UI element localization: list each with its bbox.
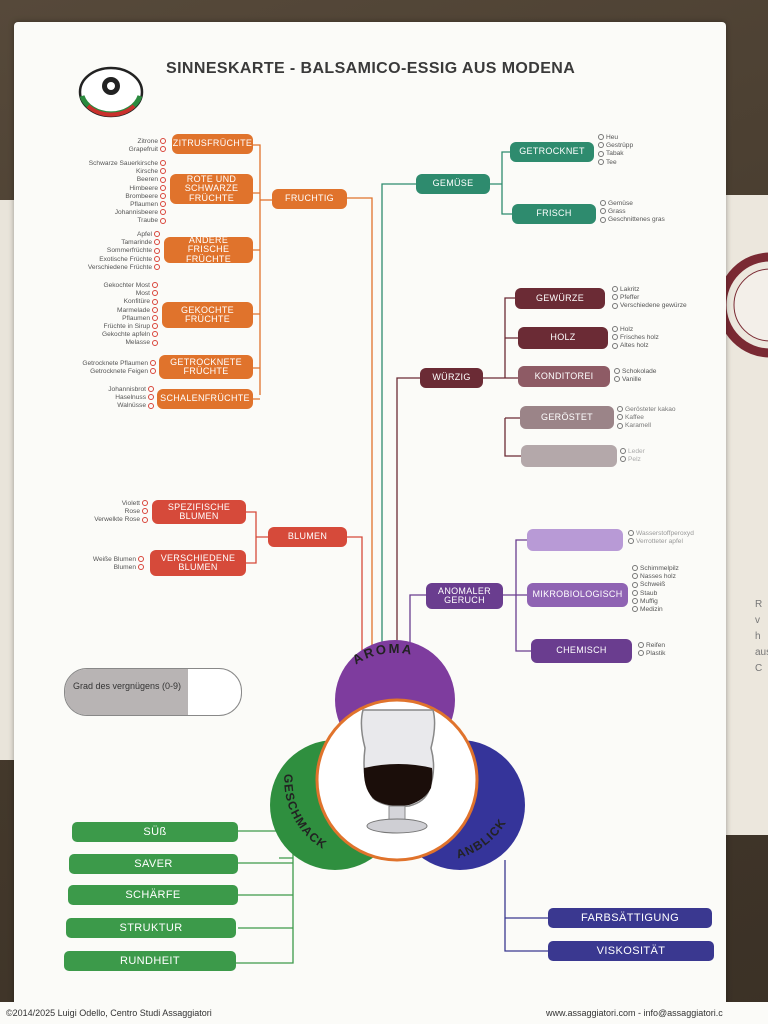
group-leder bbox=[521, 445, 617, 467]
group-rote-schwarze-fruechte: ROTE UND SCHWARZE FRÜCHTE bbox=[170, 174, 253, 204]
bar-viskositaet: VISKOSITÄT bbox=[548, 941, 714, 961]
bar-rundheit: RUNDHEIT bbox=[64, 951, 236, 971]
group-getrocknet: GETROCKNET bbox=[510, 142, 594, 162]
group-verschiedene-blumen: VERSCHIEDENE BLUMEN bbox=[150, 550, 246, 576]
category-fruchtig: FRUCHTIG bbox=[272, 189, 347, 209]
category-gemuese: GEMÜSE bbox=[416, 174, 490, 194]
group-frisch: FRISCH bbox=[512, 204, 596, 224]
group-andere-frische-fruechte: ANDERE FRISCHE FRÜCHTE bbox=[164, 235, 253, 263]
centro-studi-logo bbox=[78, 66, 144, 118]
category-anomaler-geruch: ANOMALER GERUCH bbox=[426, 583, 503, 609]
group-schalenfruechte: SCHALENFRÜCHTE bbox=[157, 389, 253, 409]
group-chemisch: CHEMISCH bbox=[531, 639, 632, 663]
category-wuerzig: WÜRZIG bbox=[420, 368, 483, 388]
group-oxidation bbox=[527, 529, 623, 551]
page-title: SINNESKARTE - BALSAMICO-ESSIG AUS MODENA bbox=[166, 60, 576, 77]
tasting-glass-icon bbox=[360, 709, 436, 834]
gauge-label: Grad des vergnügens (0-9) bbox=[73, 681, 182, 691]
group-gekochte-fruechte: GEKOCHTE FRÜCHTE bbox=[162, 302, 253, 328]
group-mikrobiologisch: MIKROBIOLOGISCH bbox=[527, 583, 628, 607]
bar-suess: SÜß bbox=[72, 822, 238, 842]
group-spezifische-blumen: SPEZIFISCHE BLUMEN bbox=[152, 500, 246, 524]
footer-website: www.assaggiatori.com - info@assaggiatori… bbox=[546, 1008, 723, 1018]
bar-farbsaettigung: FARBSÄTTIGUNG bbox=[548, 908, 712, 928]
senses-circles: AROMA GESCHMACK ANBLICK bbox=[270, 640, 525, 870]
group-konditorei: KONDITOREI bbox=[518, 366, 610, 387]
group-getrocknete-fruechte: GETROCKNETE FRÜCHTE bbox=[159, 355, 253, 379]
group-gewuerze: GEWÜRZE bbox=[515, 288, 605, 309]
group-holz: HOLZ bbox=[518, 327, 608, 349]
footer-copyright: ©2014/2025 Luigi Odello, Centro Studi As… bbox=[6, 1008, 212, 1018]
bar-saver: SAVER bbox=[69, 854, 238, 874]
enjoyment-gauge: Grad des vergnügens (0-9) bbox=[64, 668, 242, 716]
gauge-fill bbox=[65, 669, 189, 715]
group-geroestet: GERÖSTET bbox=[520, 406, 614, 429]
group-zitrusfruechte: ZITRUSFRÜCHTE bbox=[172, 134, 253, 154]
bar-schaerfe: SCHÄRFE bbox=[68, 885, 238, 905]
bottom-strip bbox=[0, 1002, 768, 1024]
category-blumen: BLUMEN bbox=[268, 527, 347, 547]
side-card-text: RvhausC bbox=[755, 599, 768, 674]
bar-struktur: STRUKTUR bbox=[66, 918, 236, 938]
